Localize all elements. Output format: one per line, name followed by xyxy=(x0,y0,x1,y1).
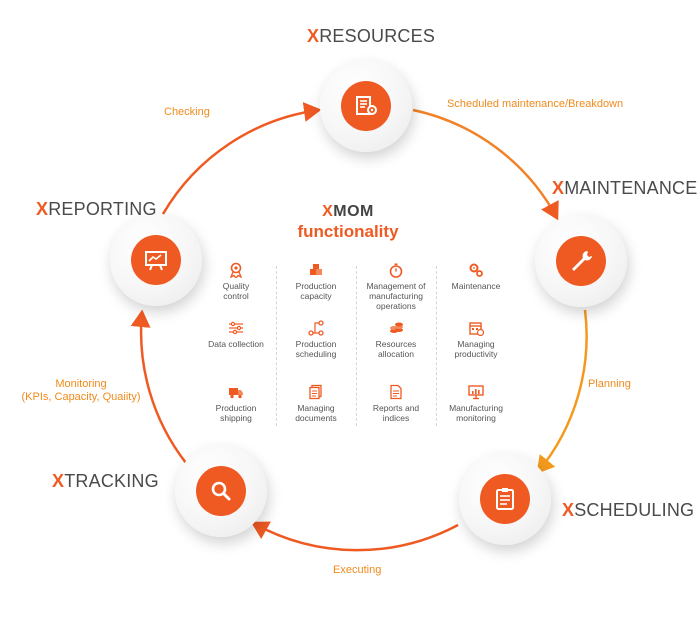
function-label: allocation xyxy=(378,349,414,359)
title-maintenance: XMAINTENANCE xyxy=(552,178,698,198)
boxes-icon xyxy=(308,262,324,278)
arrow-monitoring xyxy=(130,309,187,464)
node-resources[interactable] xyxy=(320,60,412,152)
node-scheduling[interactable] xyxy=(459,453,551,545)
function-label: Maintenance xyxy=(451,281,501,291)
node-maintenance[interactable] xyxy=(535,215,627,307)
grid-divider xyxy=(356,266,357,426)
function-label: Managing xyxy=(457,339,495,349)
workflow-icon xyxy=(308,320,324,336)
center-title: XMOM functionality xyxy=(297,203,399,241)
calendar-icon xyxy=(468,320,485,337)
award-icon xyxy=(228,262,244,280)
gears-icon xyxy=(468,262,484,278)
function-label: Quality xyxy=(222,281,250,291)
title-scheduling: XSCHEDULING xyxy=(562,500,695,520)
arrow-executing xyxy=(250,521,459,552)
monitor-icon xyxy=(468,384,484,400)
function-label: Production xyxy=(295,281,337,291)
clipboard-icon xyxy=(496,488,514,510)
function-label: productivity xyxy=(454,349,498,359)
documents-icon xyxy=(308,384,324,400)
magnifier-icon xyxy=(211,481,231,501)
node-reporting[interactable] xyxy=(110,214,202,306)
function-label: documents xyxy=(295,413,337,423)
function-label: Data collection xyxy=(208,339,264,349)
function-label: Manufacturing xyxy=(449,403,503,413)
function-label: Management of xyxy=(366,281,426,291)
function-label: operations xyxy=(376,301,416,311)
function-label: Reports and xyxy=(372,403,420,413)
function-item: Data collection xyxy=(196,320,276,349)
function-label: indices xyxy=(382,413,410,423)
function-label: manufacturing xyxy=(369,291,423,301)
node-tracking[interactable] xyxy=(175,445,267,537)
function-label: monitoring xyxy=(456,413,496,423)
arrow-planning xyxy=(536,309,588,474)
function-label: Resources xyxy=(375,339,417,349)
chart-board-icon xyxy=(145,251,167,271)
function-label: scheduling xyxy=(295,349,337,359)
function-label: Production xyxy=(295,339,337,349)
title-resources: XRESOURCES xyxy=(307,26,436,46)
truck-icon xyxy=(228,384,244,400)
document-gear-icon xyxy=(356,96,377,115)
sliders-icon xyxy=(228,320,244,336)
report-icon xyxy=(388,384,404,400)
function-label: Production xyxy=(215,403,257,413)
flow-label-monitoring: Monitoring (KPIs, Capacity, Quaiity) xyxy=(21,378,141,403)
function-item: Maintenance xyxy=(436,262,516,291)
grid-divider xyxy=(276,266,277,426)
function-label: Managing xyxy=(297,403,335,413)
function-label: capacity xyxy=(300,291,332,301)
arrow-scheduled-maintenance xyxy=(412,108,559,221)
grid-divider xyxy=(436,266,437,426)
wrench-icon xyxy=(572,251,592,271)
flow-label-checking: Checking xyxy=(164,106,210,118)
stopwatch-icon xyxy=(388,262,404,278)
flow-label-executing: Executing xyxy=(333,564,382,576)
flow-label-planning: Planning xyxy=(588,378,631,390)
title-reporting: XREPORTING xyxy=(36,199,157,219)
function-label: shipping xyxy=(220,413,252,423)
function-label: control xyxy=(223,291,249,301)
coins-icon xyxy=(388,320,404,336)
title-tracking: XTRACKING xyxy=(52,471,159,491)
arrow-checking xyxy=(161,102,322,215)
flow-label-scheduled-maintenance: Scheduled maintenance/Breakdown xyxy=(447,98,624,110)
